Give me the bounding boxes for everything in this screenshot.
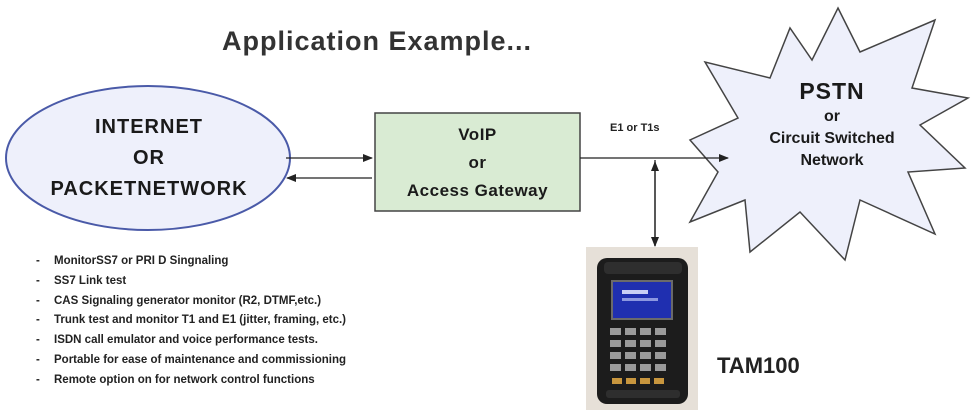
gateway-label-line2: or — [468, 153, 487, 172]
pstn-starburst-shape — [688, 6, 971, 262]
pstn-label: PSTN or Circuit Switched Network — [727, 76, 937, 172]
pstn-label-line3: Circuit Switched — [769, 130, 895, 147]
feature-list: -MonitorSS7 or PRI D Singnaling -SS7 Lin… — [36, 252, 346, 391]
feature-item: -Remote option on for network control fu… — [36, 373, 315, 386]
feature-item: -ISDN call emulator and voice performanc… — [36, 334, 318, 347]
feature-item: -SS7 Link test — [36, 274, 127, 287]
gateway-label-line3: Access Gateway — [406, 181, 549, 200]
feature-item: -CAS Signaling generator monitor (R2, DT… — [36, 294, 322, 307]
tam100-device-image — [586, 247, 698, 410]
internet-label-line2: OR — [133, 147, 165, 169]
link-label: E1 or T1s — [610, 122, 660, 134]
gateway-box-shape — [374, 112, 581, 212]
feature-item: -Portable for ease of maintenance and co… — [36, 353, 347, 366]
internet-label: INTERNET OR PACKETNETWORK — [14, 112, 284, 205]
internet-label-line3: PACKETNETWORK — [50, 178, 248, 200]
pstn-label-line1: PSTN — [799, 78, 865, 104]
internet-label-line1: INTERNET — [95, 116, 203, 138]
gateway-label-line1: VoIP — [458, 125, 497, 144]
gateway-label: VoIP or Access Gateway — [375, 121, 580, 205]
device-label: TAM100 — [717, 353, 800, 378]
pstn-label-line4: Network — [800, 152, 864, 169]
diagram-title: Application Example... — [222, 26, 533, 56]
feature-item: -MonitorSS7 or PRI D Singnaling — [36, 255, 229, 267]
feature-item: -Trunk test and monitor T1 and E1 (jitte… — [36, 314, 347, 327]
pstn-label-line2: or — [824, 108, 840, 125]
